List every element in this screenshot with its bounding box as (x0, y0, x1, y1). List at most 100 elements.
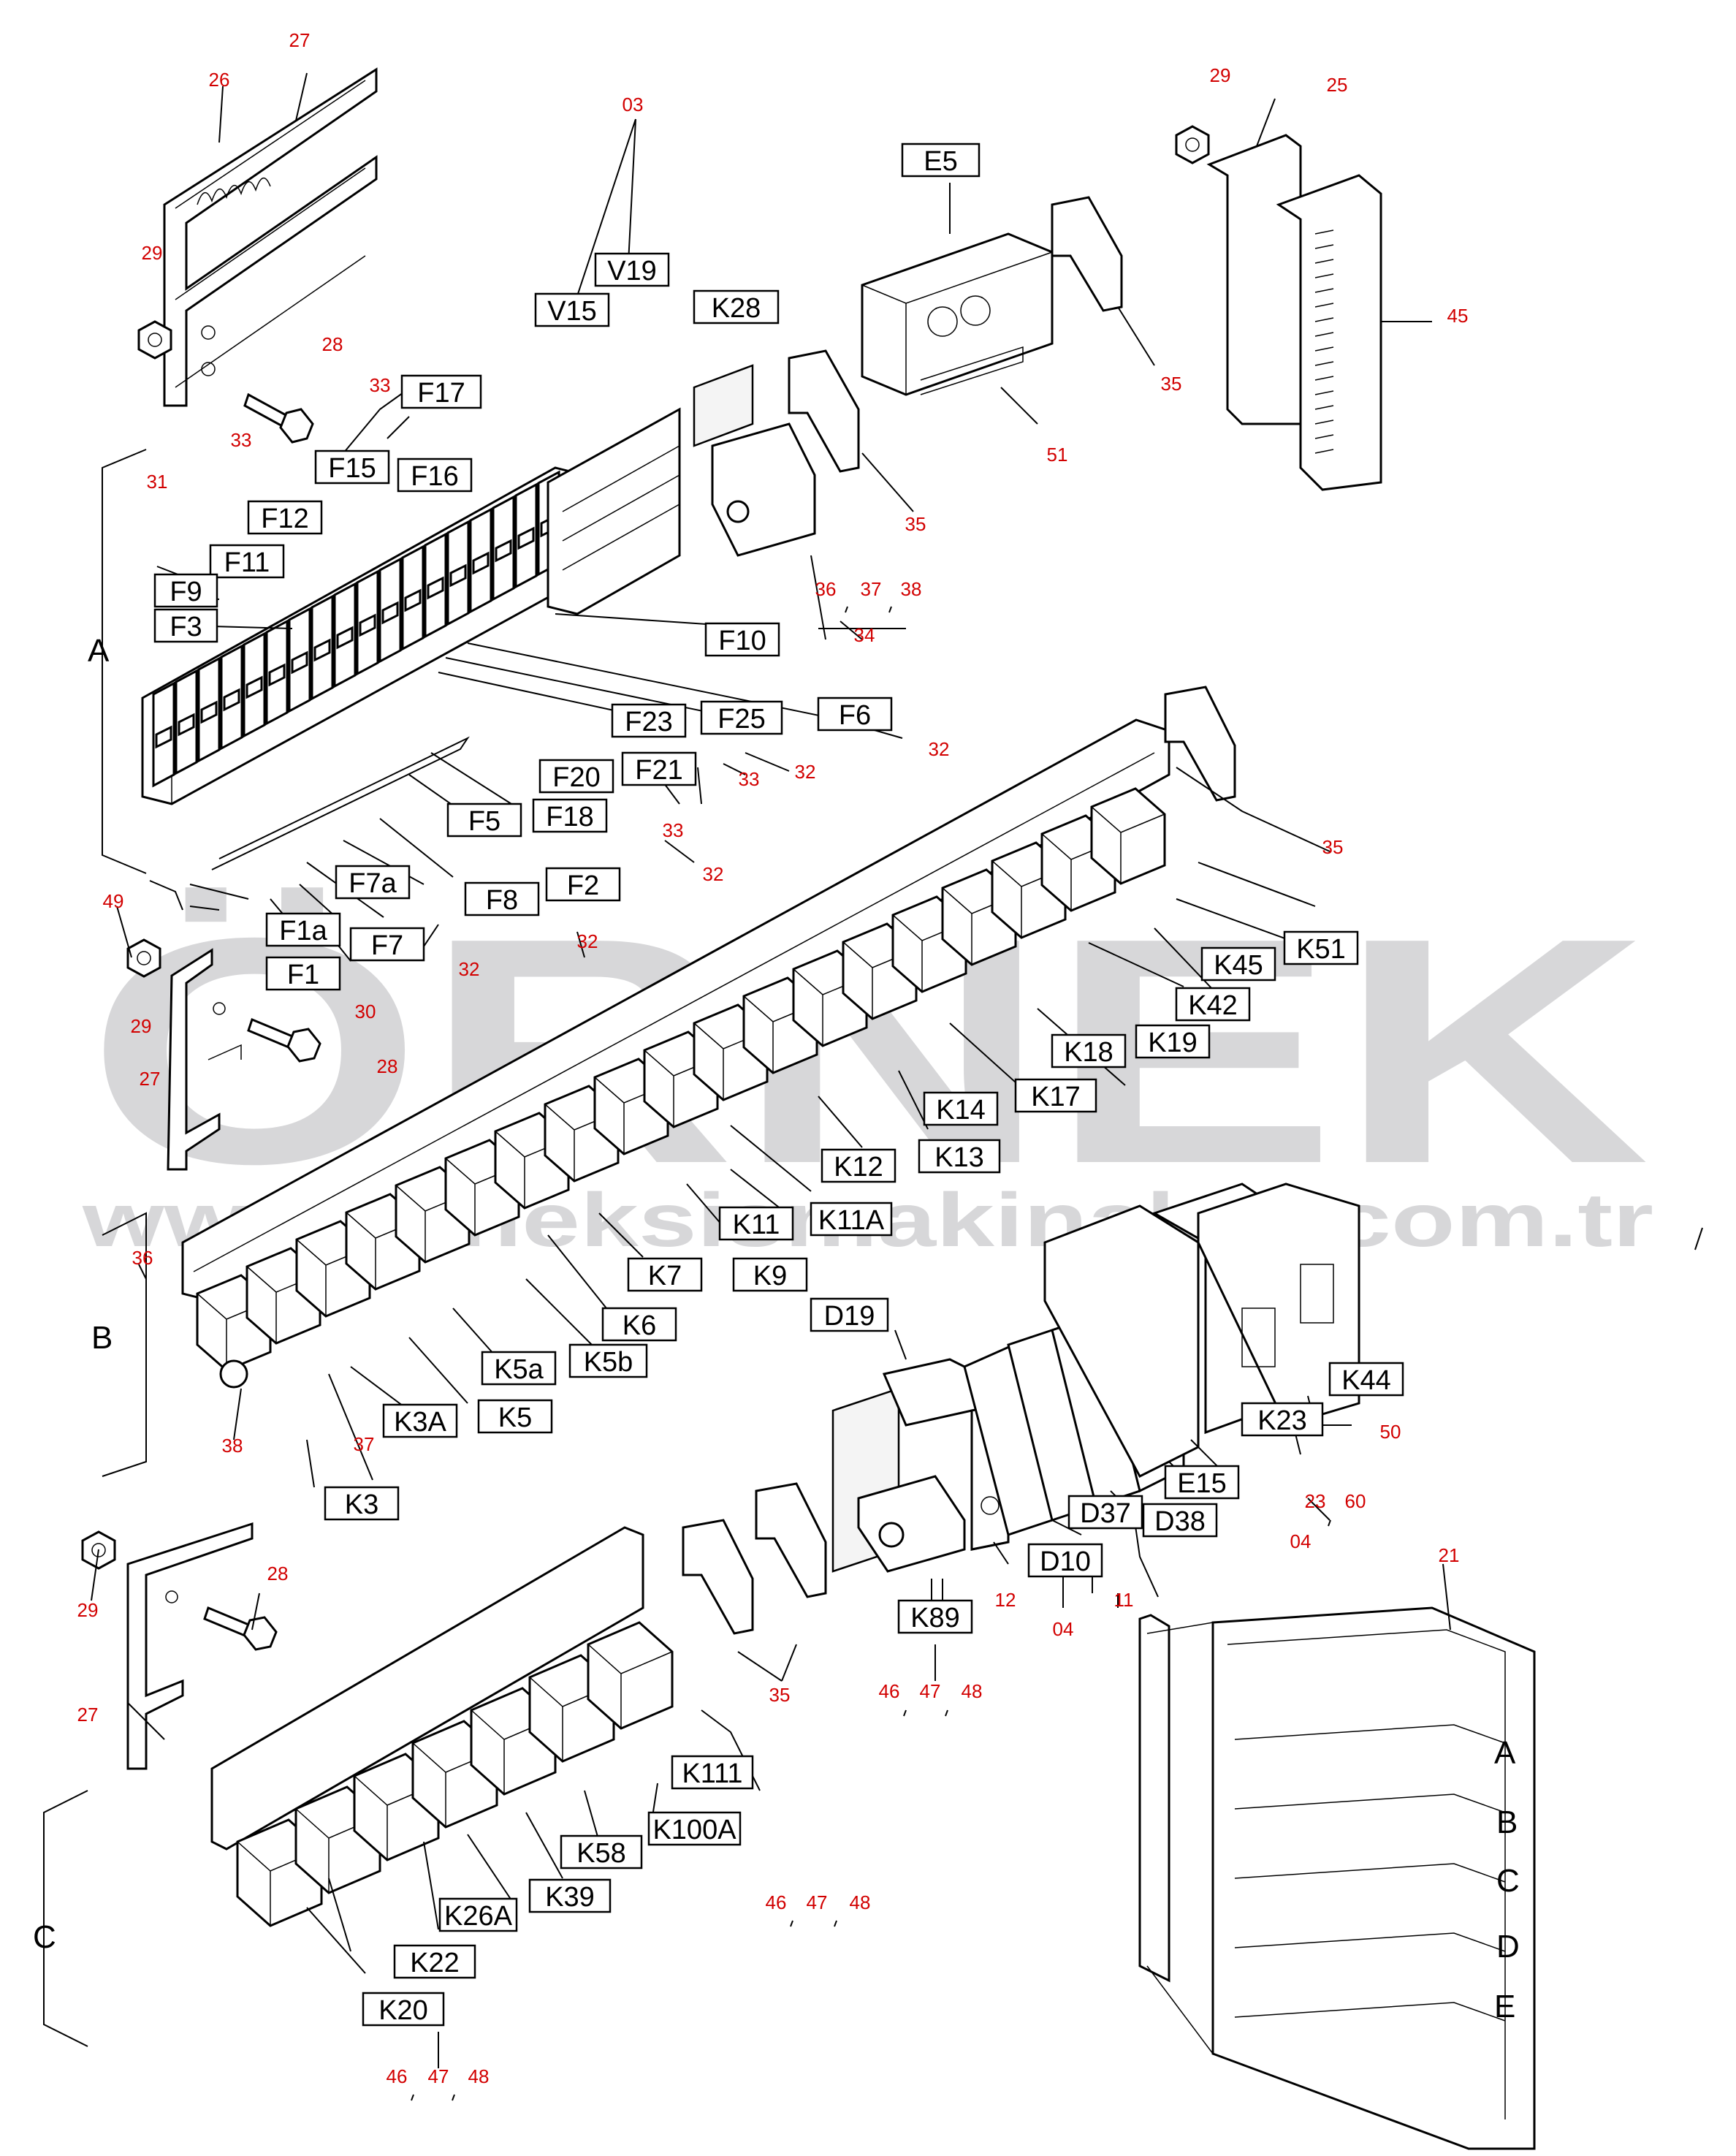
cabinet-row-a: A (1494, 1735, 1516, 1771)
ref-number: 33 (663, 819, 684, 841)
part-label-text: F5 (468, 806, 500, 837)
relay-icons (196, 787, 1166, 1389)
ref-number: 23 (1305, 1490, 1326, 1512)
ref-number: 46 (879, 1680, 900, 1702)
part-label-text: F1a (279, 916, 327, 946)
part-label-f17: F17 (400, 374, 482, 409)
part-label-text: K19 (1148, 1028, 1198, 1058)
part-label-text: F17 (417, 378, 465, 409)
ref-number: 35 (1161, 373, 1182, 395)
part-label-f25: F25 (700, 700, 783, 735)
part-label-e5: E5 (901, 143, 981, 178)
part-label-text: F10 (718, 626, 766, 656)
ref-number: 49 (103, 890, 124, 912)
part-label-k5b: K5b (568, 1343, 648, 1378)
part-label-f20: F20 (538, 759, 614, 794)
part-label-d38: D38 (1142, 1503, 1218, 1538)
part-label-k11a: K11A (810, 1202, 893, 1237)
part-label-f9: F9 (153, 573, 218, 608)
mounting-bracket (167, 948, 242, 1171)
section-a-label: A (88, 633, 110, 669)
part-label-k5: K5 (477, 1399, 553, 1434)
ref-number: 60 (1345, 1490, 1366, 1512)
part-label-text: F25 (717, 704, 765, 735)
ref-number: 48 (962, 1680, 983, 1702)
part-label-text: D19 (824, 1301, 875, 1332)
din-clip-icon (682, 1519, 754, 1635)
bolt-icon (243, 392, 314, 444)
ref-number: 28 (322, 333, 343, 355)
part-label-text: F20 (552, 762, 600, 793)
part-label-text: K20 (378, 1995, 428, 2026)
ref-number: 38 (901, 578, 922, 600)
ref-number: 21 (1439, 1544, 1460, 1566)
ref-number: 33 (739, 768, 760, 790)
part-label-text: K58 (576, 1838, 626, 1869)
ref-number: 50 (1380, 1421, 1401, 1443)
part-label-text: F3 (170, 612, 202, 642)
part-label-k89: K89 (897, 1599, 973, 1634)
part-label-text: F12 (261, 504, 308, 534)
part-label-text: D37 (1080, 1498, 1131, 1529)
cabinet-row-e: E (1494, 1989, 1515, 2024)
part-label-k44: K44 (1328, 1362, 1404, 1397)
ref-number: 25 (1327, 74, 1348, 96)
electrical-cabinet (1138, 1606, 1536, 2150)
part-label-k9: K9 (732, 1257, 808, 1292)
part-label-text: K44 (1341, 1365, 1391, 1396)
part-label-k3: K3 (324, 1486, 400, 1521)
part-label-text: F23 (625, 707, 672, 737)
nut-icon (137, 320, 172, 360)
cable-duct (1206, 134, 1382, 491)
ref-number: 35 (1322, 836, 1344, 858)
part-label-text: K9 (753, 1261, 787, 1291)
part-label-text: K42 (1188, 990, 1238, 1021)
relay-icons-c (236, 1621, 674, 1927)
part-label-text: E15 (1177, 1468, 1227, 1499)
part-label-text: K89 (910, 1603, 960, 1633)
ref-number: 26 (209, 69, 230, 91)
part-label-text: F8 (486, 885, 518, 916)
ref-number: 28 (377, 1055, 398, 1077)
part-label-k18: K18 (1051, 1033, 1127, 1068)
part-label-k39: K39 (528, 1878, 612, 1913)
part-label-v19: V19 (594, 252, 670, 287)
part-label-f3: F3 (153, 608, 218, 643)
ref-number: 27 (77, 1704, 99, 1726)
ref-number: 45 (1447, 305, 1469, 327)
part-label-text: K3A (394, 1407, 446, 1438)
ref-number: 48 (850, 1891, 871, 1913)
part-label-k28: K28 (693, 289, 780, 324)
part-label-text: V15 (547, 296, 597, 327)
part-label-k19: K19 (1135, 1024, 1211, 1059)
ref-number: 32 (795, 761, 816, 783)
part-label-text: F11 (224, 547, 270, 578)
part-label-text: K5b (584, 1347, 633, 1378)
cabinet-row-d: D (1496, 1929, 1520, 1965)
part-label-text: K100A (652, 1815, 736, 1845)
part-label-k111: K111 (671, 1755, 754, 1790)
part-label-k20: K20 (362, 1992, 445, 2027)
relay-icon (1090, 787, 1166, 885)
part-label-text: K13 (934, 1142, 984, 1173)
din-clip-icon (1051, 196, 1123, 312)
ref-number: 47 (920, 1680, 941, 1702)
part-label-f6: F6 (817, 696, 893, 732)
part-label-text: F7 (371, 930, 403, 961)
ref-number: 47 (807, 1891, 828, 1913)
ref-number: 35 (769, 1684, 791, 1706)
part-label-k42: K42 (1175, 987, 1251, 1022)
part-label-k23: K23 (1241, 1402, 1324, 1437)
part-label-text: K5 (498, 1402, 532, 1433)
relay-k89 (831, 1387, 966, 1573)
ref-number: 32 (577, 930, 598, 952)
part-label-f7: F7 (349, 927, 425, 962)
rail-clip (211, 736, 470, 870)
part-label-k12: K12 (821, 1148, 896, 1183)
ref-number: 31 (147, 471, 168, 493)
terminal-blocks-v15-v19 (547, 407, 681, 615)
ref-number: 32 (459, 958, 480, 980)
din-clip-icon (1164, 686, 1236, 802)
cabinet-row-b: B (1496, 1804, 1518, 1840)
